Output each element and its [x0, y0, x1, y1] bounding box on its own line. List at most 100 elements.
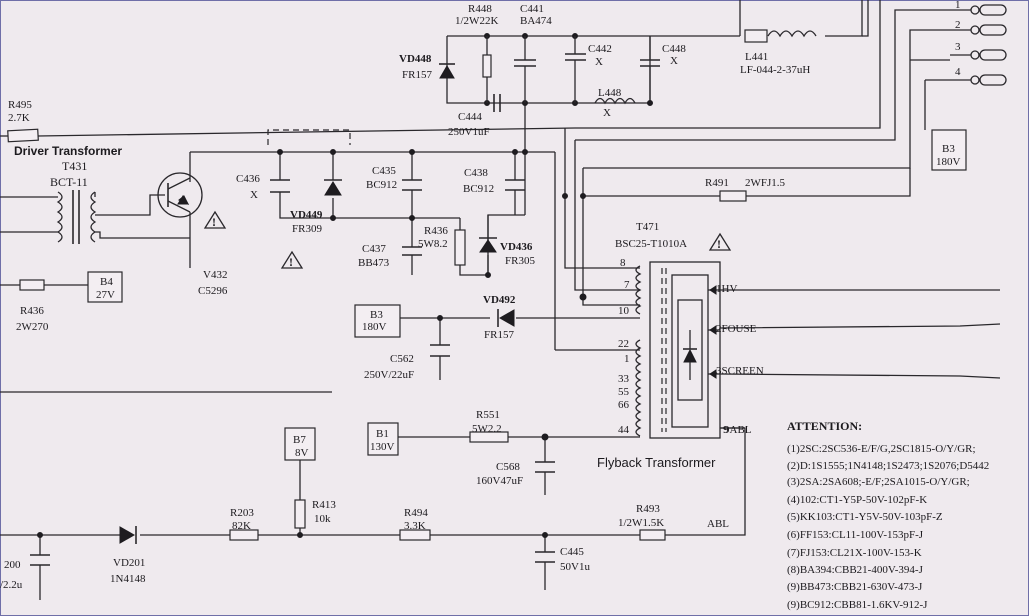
c444-value: 250V1uF: [448, 126, 490, 138]
l441-symbol: [767, 30, 817, 38]
c448-label: C448: [662, 43, 686, 55]
driver-transformer-label: Driver Transformer: [14, 144, 122, 158]
attention-heading: ATTENTION:: [787, 419, 862, 433]
pin-33: 33: [618, 373, 630, 385]
attention-notes: ATTENTION: (1)2SC:2SC536-E/F/G,2SC1815-O…: [787, 419, 989, 611]
r436a-label: R436: [424, 225, 448, 237]
l441-resistor-symbol: [744, 29, 768, 43]
r203-value: 82K: [232, 520, 251, 532]
r436a-symbol: [454, 229, 466, 266]
c448-symbol: [640, 59, 660, 67]
c200-value: /2.2u: [0, 579, 23, 591]
r491-value: 2WFJ1.5: [745, 177, 786, 189]
output-screen: 3SCREEN: [716, 365, 764, 377]
c568-label: C568: [496, 461, 520, 473]
vd448-symbol: [439, 63, 455, 79]
output-connector: [950, 4, 1007, 86]
r551-symbol: [469, 431, 509, 443]
pin-10: 10: [618, 305, 630, 317]
attention-item: (3)2SA:2SA608;-E/F;2SA1015-O/Y/GR;: [787, 476, 970, 488]
r203-symbol: [229, 529, 259, 541]
l441-value: LF-044-2-37uH: [740, 64, 810, 76]
v432-transistor-symbol: [157, 172, 203, 232]
t471-label: T471: [636, 221, 659, 233]
b7-label: B7: [293, 434, 306, 446]
r495-value: 2.7K: [8, 112, 30, 124]
r495-label: R495: [8, 99, 32, 111]
r494-symbol: [399, 529, 431, 541]
r413-label: R413: [312, 499, 336, 511]
r494-value: 3.3K: [404, 520, 426, 532]
vd436-label: VD436: [500, 241, 533, 253]
pin-9: 9: [723, 424, 729, 436]
b3-box: [354, 304, 401, 338]
vd448-value: FR157: [402, 69, 432, 81]
r436a-value: 5W8.2: [418, 238, 448, 250]
l448-value: X: [603, 107, 611, 119]
attention-item: (9)BC912:CBB81-1.6KV-912-J: [787, 599, 928, 611]
attention-item: (6)FF153:CL11-100V-153pF-J: [787, 529, 924, 541]
c435-value: BC912: [366, 179, 397, 191]
r436b-symbol: [19, 279, 45, 291]
attention-item: (8)BA394:CBB21-400V-394-J: [787, 564, 924, 576]
c445-symbol: [535, 551, 555, 563]
b3-right-value: 180V: [936, 156, 961, 168]
c442-label: C442: [588, 43, 612, 55]
r448-value: 1/2W22K: [455, 15, 498, 27]
flyback-transformer-symbol: [620, 261, 721, 439]
c562-value: 250V/22uF: [364, 369, 414, 381]
vd492-symbol: [497, 309, 515, 327]
c568-value: 160V47uF: [476, 475, 523, 487]
r448-symbol: [482, 54, 492, 78]
c435-label: C435: [372, 165, 396, 177]
t431-label: T431: [62, 159, 87, 173]
c442-symbol: [565, 36, 586, 103]
c562-symbol: [430, 344, 450, 357]
c568-symbol: [535, 461, 555, 473]
b1-value: 130V: [370, 441, 395, 453]
driver-transformer-symbol: [56, 190, 97, 244]
c200-symbol: [30, 554, 50, 566]
dashed-box: [267, 129, 351, 145]
pin-7: 7: [624, 279, 630, 291]
flyback-transformer-label: Flyback Transformer: [597, 455, 716, 470]
vd201-value: 1N4148: [110, 573, 146, 585]
junction-dots: [37, 33, 653, 538]
abl-output-label: ABL: [707, 518, 729, 530]
connector-pin-4: 4: [955, 66, 961, 78]
l448-label: L448: [598, 87, 622, 99]
c562-label: C562: [390, 353, 414, 365]
r203-label: R203: [230, 507, 254, 519]
svg-text:!: !: [717, 237, 721, 251]
t471-value: BSC25-T1010A: [615, 238, 687, 250]
r493-value: 1/2W1.5K: [618, 517, 664, 529]
c438-symbol: [505, 179, 525, 191]
l441-label: L441: [745, 51, 768, 63]
vd449-label: VD449: [290, 209, 323, 221]
vd436-symbol: [479, 237, 497, 253]
attention-item: (2)D:1S1555;1N4148;1S2473;1S2076;D5442: [787, 460, 989, 472]
r436b-value: 2W270: [16, 321, 49, 333]
output-fouse: 2FOUSE: [716, 323, 757, 335]
r495-symbol: [7, 128, 39, 143]
attention-item: (1)2SC:2SC536-E/F/G,2SC1815-O/Y/GR;: [787, 443, 976, 455]
c436-label: C436: [236, 173, 260, 185]
c445-label: C445: [560, 546, 584, 558]
vd492-label: VD492: [483, 294, 516, 306]
c441-symbol: [514, 36, 536, 103]
r413-value: 10k: [314, 513, 331, 525]
t431-value: BCT-11: [50, 175, 88, 189]
warning-icon: !: [280, 250, 304, 269]
c436-value: X: [250, 189, 258, 201]
svg-text:!: !: [212, 215, 216, 229]
warning-icon: !: [203, 210, 227, 229]
b3-label: B3: [370, 309, 383, 321]
c437-label: C437: [362, 243, 386, 255]
vd201-symbol: [119, 526, 137, 544]
c438-value: BC912: [463, 183, 494, 195]
b3-box-right: [931, 129, 967, 171]
b7-value: 8V: [295, 447, 309, 459]
b3-value: 180V: [362, 321, 387, 333]
vd201-label: VD201: [113, 557, 145, 569]
c441-label: C441: [520, 3, 544, 15]
